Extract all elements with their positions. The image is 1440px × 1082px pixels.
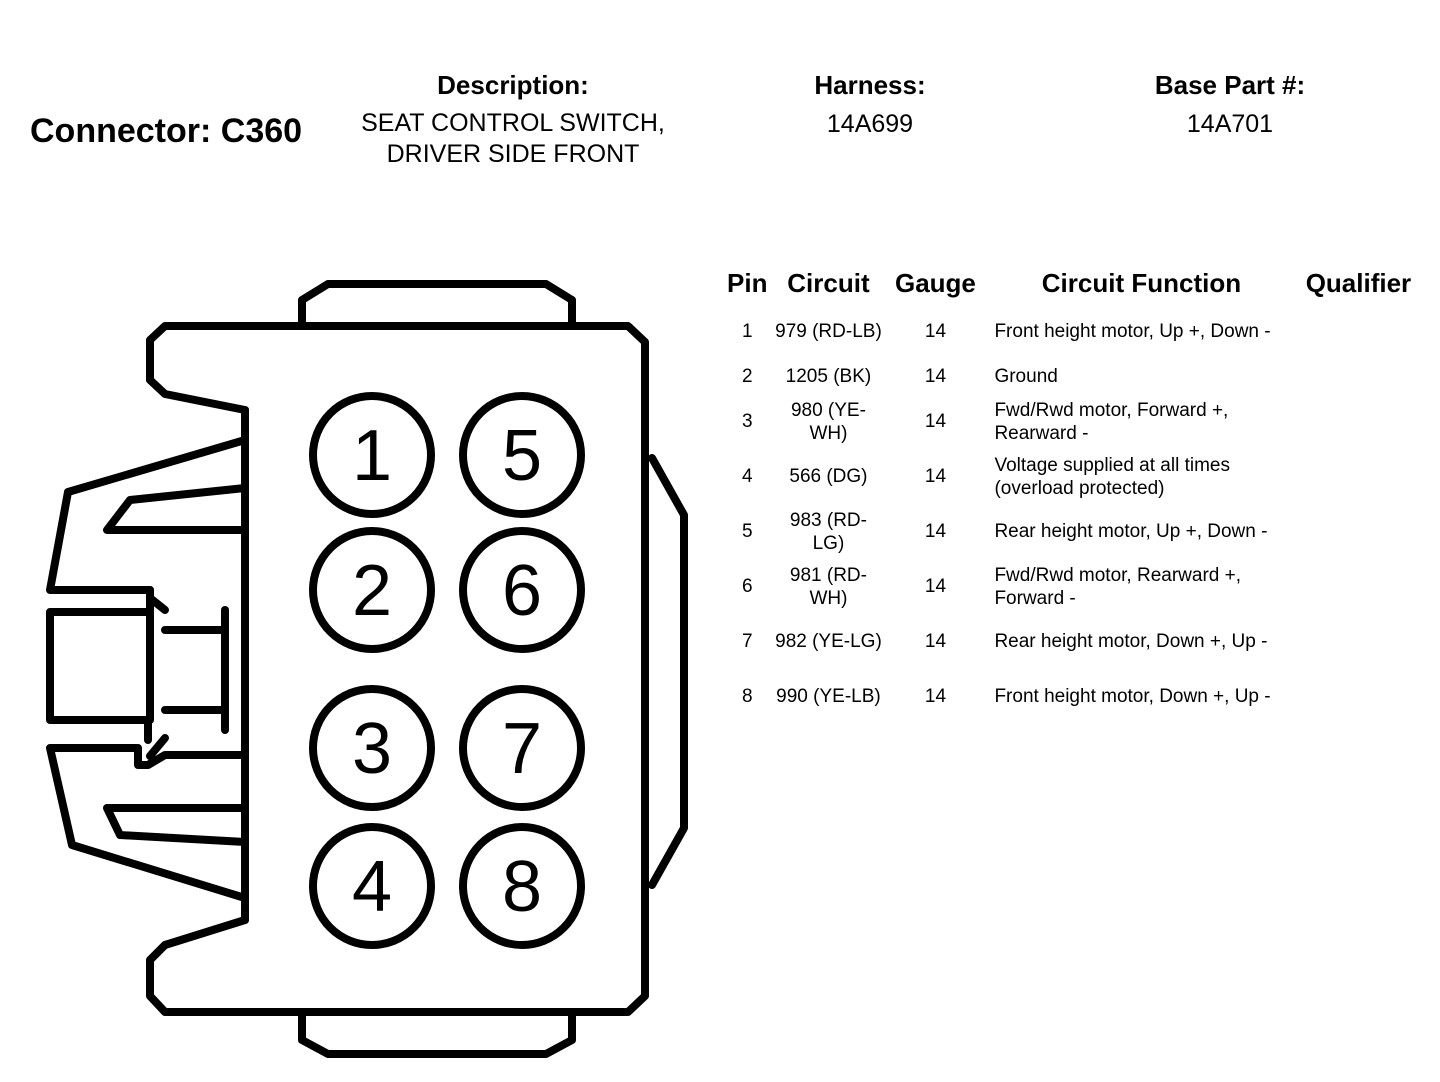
cell-pin: 6 [741,576,753,597]
cell-qualifier [1296,614,1420,669]
pin-circle [459,527,585,653]
connector-upper-latch-slot [103,484,249,534]
cell-gauge: 14 [924,411,947,432]
pin-circle [459,392,585,518]
cell-gauge: 14 [924,631,947,652]
table-row: 7 982 (YE-LG) 14 Rear height motor, Down +,… [722,614,1420,669]
cell-gauge: 14 [924,321,947,342]
cell-qualifier [1296,559,1420,614]
cell-pin: 1 [741,321,753,342]
pin-number: 2 [352,551,392,631]
column-header-circuit-function: Circuit Function [1041,267,1242,298]
cell-circuit: 1205 (BK) [785,366,872,387]
table-row: 5 983 (RD-LG) 14 Rear height motor, Up +, D… [722,504,1420,559]
connector-lock-bar [161,626,229,714]
column-header-gauge: Gauge [894,267,976,298]
pin-table-body: 1 979 (RD-LB) 14 Front height motor, Up +, … [722,304,1420,724]
cell-qualifier [1296,504,1420,559]
cell-circuit-function: Voltage supplied at all times (overload … [994,454,1230,499]
cell-qualifier [1296,304,1420,359]
pin-number: 1 [352,416,392,496]
pin-number: 4 [352,847,392,927]
table-row: 3 980 (YE-WH) 14 Fwd/Rwd motor, Forward +, … [722,394,1420,449]
base-part-value: 14A701 [1186,110,1274,138]
connector-right-latch [648,454,688,889]
connector-upper-latch [46,436,249,594]
cell-circuit-function: Rear height motor, Down +, Up - [994,631,1268,652]
cell-qualifier [1296,449,1420,504]
pin-circle [459,823,585,949]
column-header-qualifier: Qualifier [1305,267,1412,298]
pin-number: 8 [502,847,542,927]
cell-circuit: 980 (YE-WH) [790,399,866,444]
cell-gauge: 14 [924,576,947,597]
table-row: 4 566 (DG) 14 Voltage supplied at all times… [722,449,1420,504]
connector-title: Connector: C360 [30,112,303,150]
cell-qualifier [1296,359,1420,394]
pin-circle [309,527,435,653]
pin-number: 6 [502,551,542,631]
pin-number: 5 [502,416,542,496]
cell-circuit-function: Rear height motor, Up +, Down - [994,521,1268,542]
cell-qualifier [1296,669,1420,724]
cell-circuit: 979 (RD-LB) [775,321,882,342]
cell-circuit: 990 (YE-LB) [776,686,881,707]
cell-pin: 7 [741,631,753,652]
connector-lock-block [46,586,154,744]
description-value: SEAT CONTROL SWITCH, DRIVER SIDE FRONT [361,109,665,168]
cell-pin: 4 [741,466,753,487]
cell-qualifier [1296,394,1420,449]
harness-label: Harness: [814,70,926,100]
pin-circle [309,823,435,949]
cell-circuit-function: Fwd/Rwd motor, Forward +, Rearward - [994,399,1229,444]
cell-circuit-function: Front height motor, Down +, Up - [994,686,1271,707]
cell-pin: 3 [741,411,753,432]
pin-number: 7 [502,709,542,789]
pin-circles: 1 5 2 6 3 7 4 8 [309,392,585,949]
connector-bottom-tab [298,1012,576,1058]
cell-circuit-function: Ground [994,366,1058,387]
connector-lower-latch-slot [103,804,249,846]
cell-circuit: 983 (RD-LG) [789,509,867,554]
table-row: 8 990 (YE-LB) 14 Front height motor, Down +… [722,669,1420,724]
cell-gauge: 14 [924,686,947,707]
table-row: 1 979 (RD-LB) 14 Front height motor, Up +, … [722,304,1420,359]
pin-circle [309,392,435,518]
cell-gauge: 14 [924,466,947,487]
column-header-circuit: Circuit [787,267,870,298]
connector-diagram: 1 5 2 6 3 7 4 8 [46,280,688,1058]
connector-body-outline [146,322,649,1016]
connector-lock-arm-top [146,594,169,614]
cell-circuit-function: Front height motor, Up +, Down - [994,321,1271,342]
pin-circle [309,685,435,811]
table-row: 2 1205 (BK) 14 Ground [722,359,1420,394]
connector-top-tab [298,280,576,330]
cell-circuit: 982 (YE-LG) [775,631,882,652]
pin-circle [459,685,585,811]
cell-gauge: 14 [924,521,947,542]
column-header-pin: Pin [727,267,768,298]
cell-pin: 8 [741,686,753,707]
pin-table-header: Pin Circuit Gauge Circuit Function Qualifier [722,262,1420,304]
cell-circuit: 566 (DG) [789,466,868,487]
harness-value: 14A699 [826,110,914,138]
description-label: Description: [437,70,589,100]
cell-circuit-function: Fwd/Rwd motor, Rearward +, Forward - [994,564,1242,609]
connector-lock-arm-bottom [146,734,169,760]
cell-gauge: 14 [924,366,947,387]
cell-pin: 2 [741,366,753,387]
table-row: 6 981 (RD-WH) 14 Fwd/Rwd motor, Rearward +,… [722,559,1420,614]
pin-number: 3 [352,709,392,789]
pin-table: Pin Circuit Gauge Circuit Function Qualifier… [722,262,1420,724]
cell-pin: 5 [741,521,753,542]
base-part-label: Base Part #: [1154,70,1306,100]
cell-circuit: 981 (RD-WH) [789,564,867,609]
connector-lower-latch [46,744,249,902]
